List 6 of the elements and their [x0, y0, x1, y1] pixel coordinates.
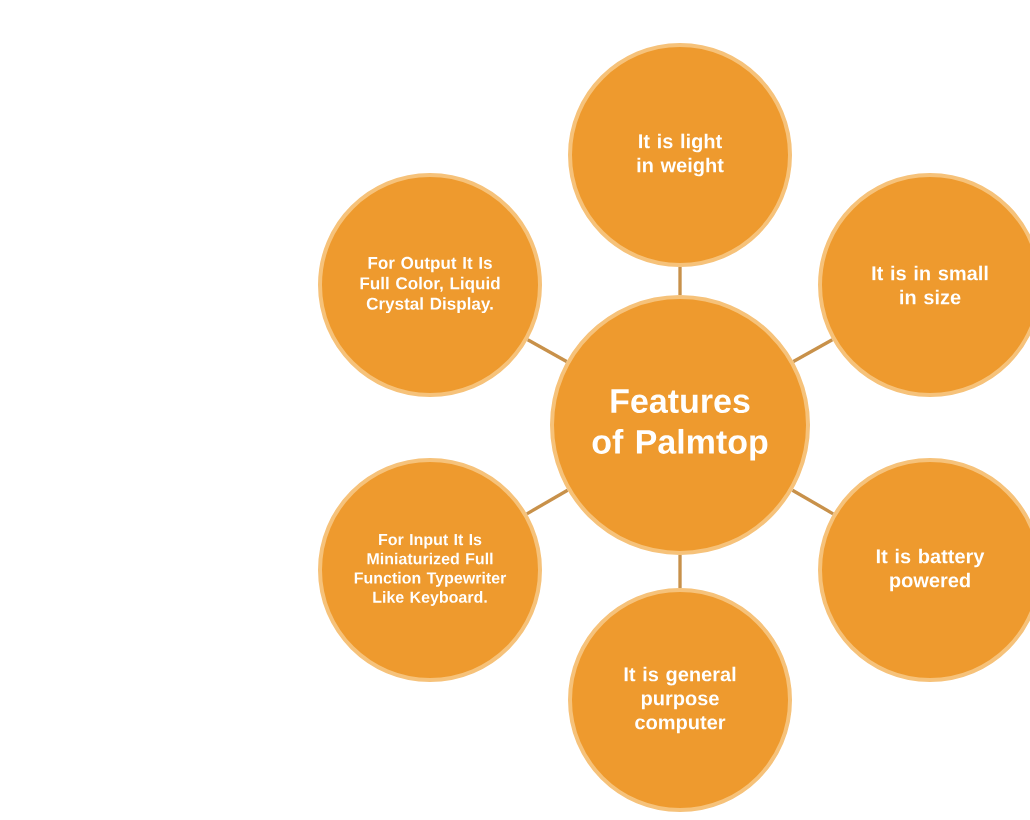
- connector-line: [526, 488, 569, 516]
- connector-line: [792, 338, 834, 363]
- connector-line: [526, 338, 568, 363]
- connector-line: [678, 267, 682, 295]
- connector-line: [791, 488, 834, 516]
- connector-line: [678, 555, 682, 588]
